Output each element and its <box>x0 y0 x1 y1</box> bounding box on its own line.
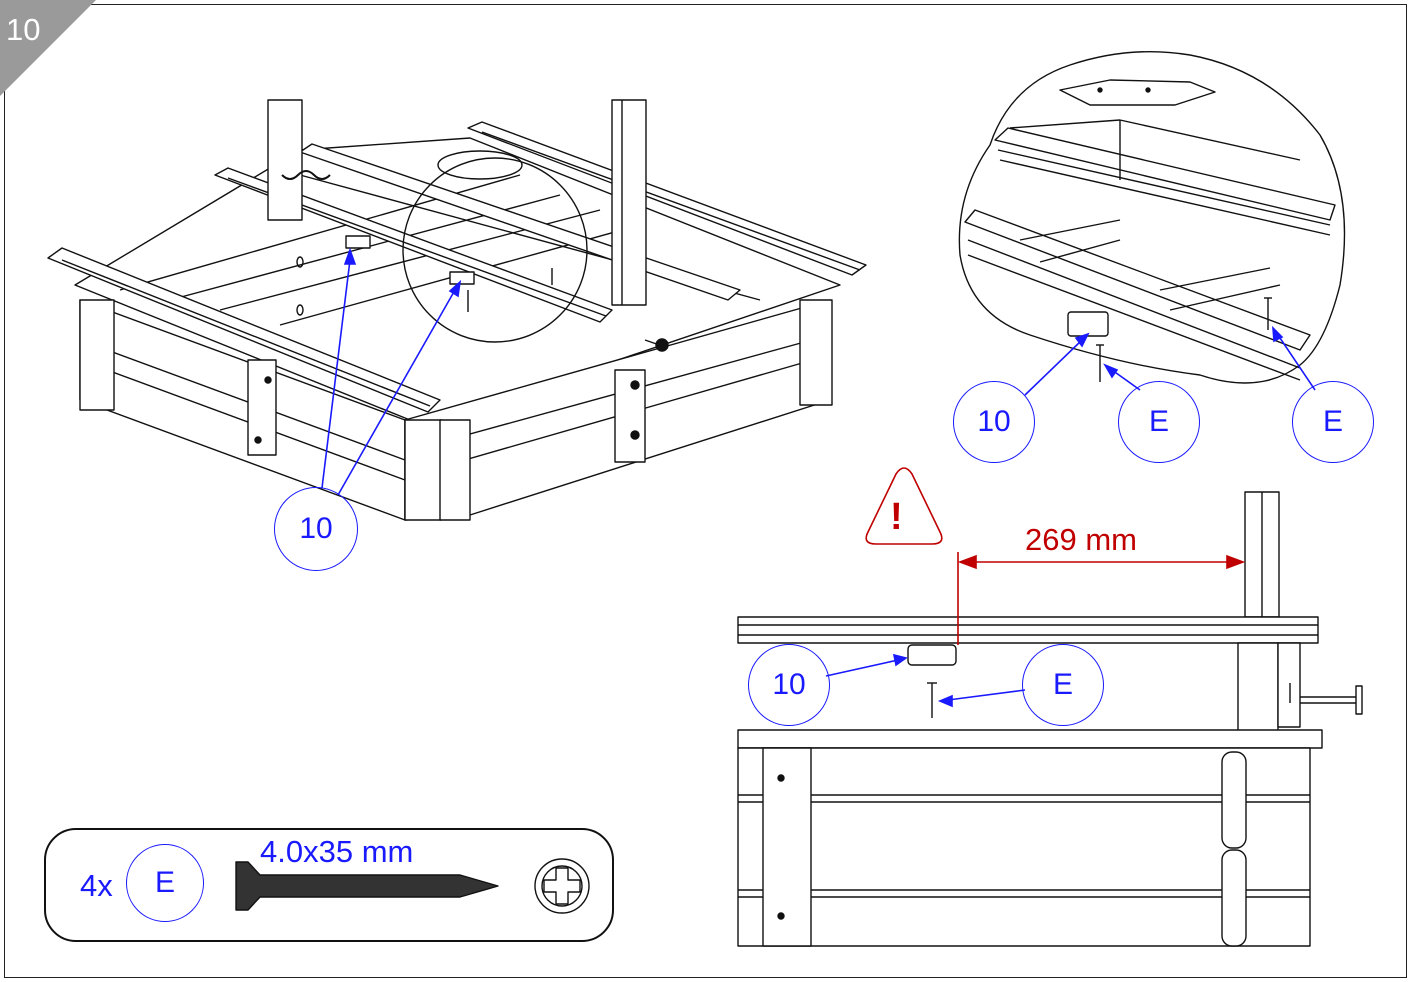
parts-quantity: 4x <box>80 868 113 903</box>
warning-triangle <box>865 467 943 545</box>
callout-part-10-side: 10 <box>748 644 830 726</box>
detail-view <box>958 50 1346 384</box>
step-number: 10 <box>6 12 41 47</box>
screw-size-label: 4.0x35 mm <box>260 834 414 869</box>
dimension-label: 269 mm <box>1025 522 1137 557</box>
sandbox-isometric-view <box>47 99 867 521</box>
screw-illustration <box>235 858 590 914</box>
parts-list-box <box>44 828 614 942</box>
callout-screw-e-side: E <box>1022 644 1104 726</box>
parts-callout-e: E <box>126 844 204 922</box>
leader-lines <box>321 247 1316 708</box>
step-badge <box>0 0 96 96</box>
callout-part-10-main: 10 <box>274 487 358 571</box>
warning-icon: ! <box>890 496 903 538</box>
callout-part-10-detail: 10 <box>953 381 1035 463</box>
callout-screw-e-detail-b: E <box>1292 381 1374 463</box>
diagram-frame <box>4 4 1407 978</box>
dimension-annotation <box>957 552 1246 645</box>
callout-screw-e-detail-a: E <box>1118 381 1200 463</box>
side-view <box>737 491 1363 947</box>
